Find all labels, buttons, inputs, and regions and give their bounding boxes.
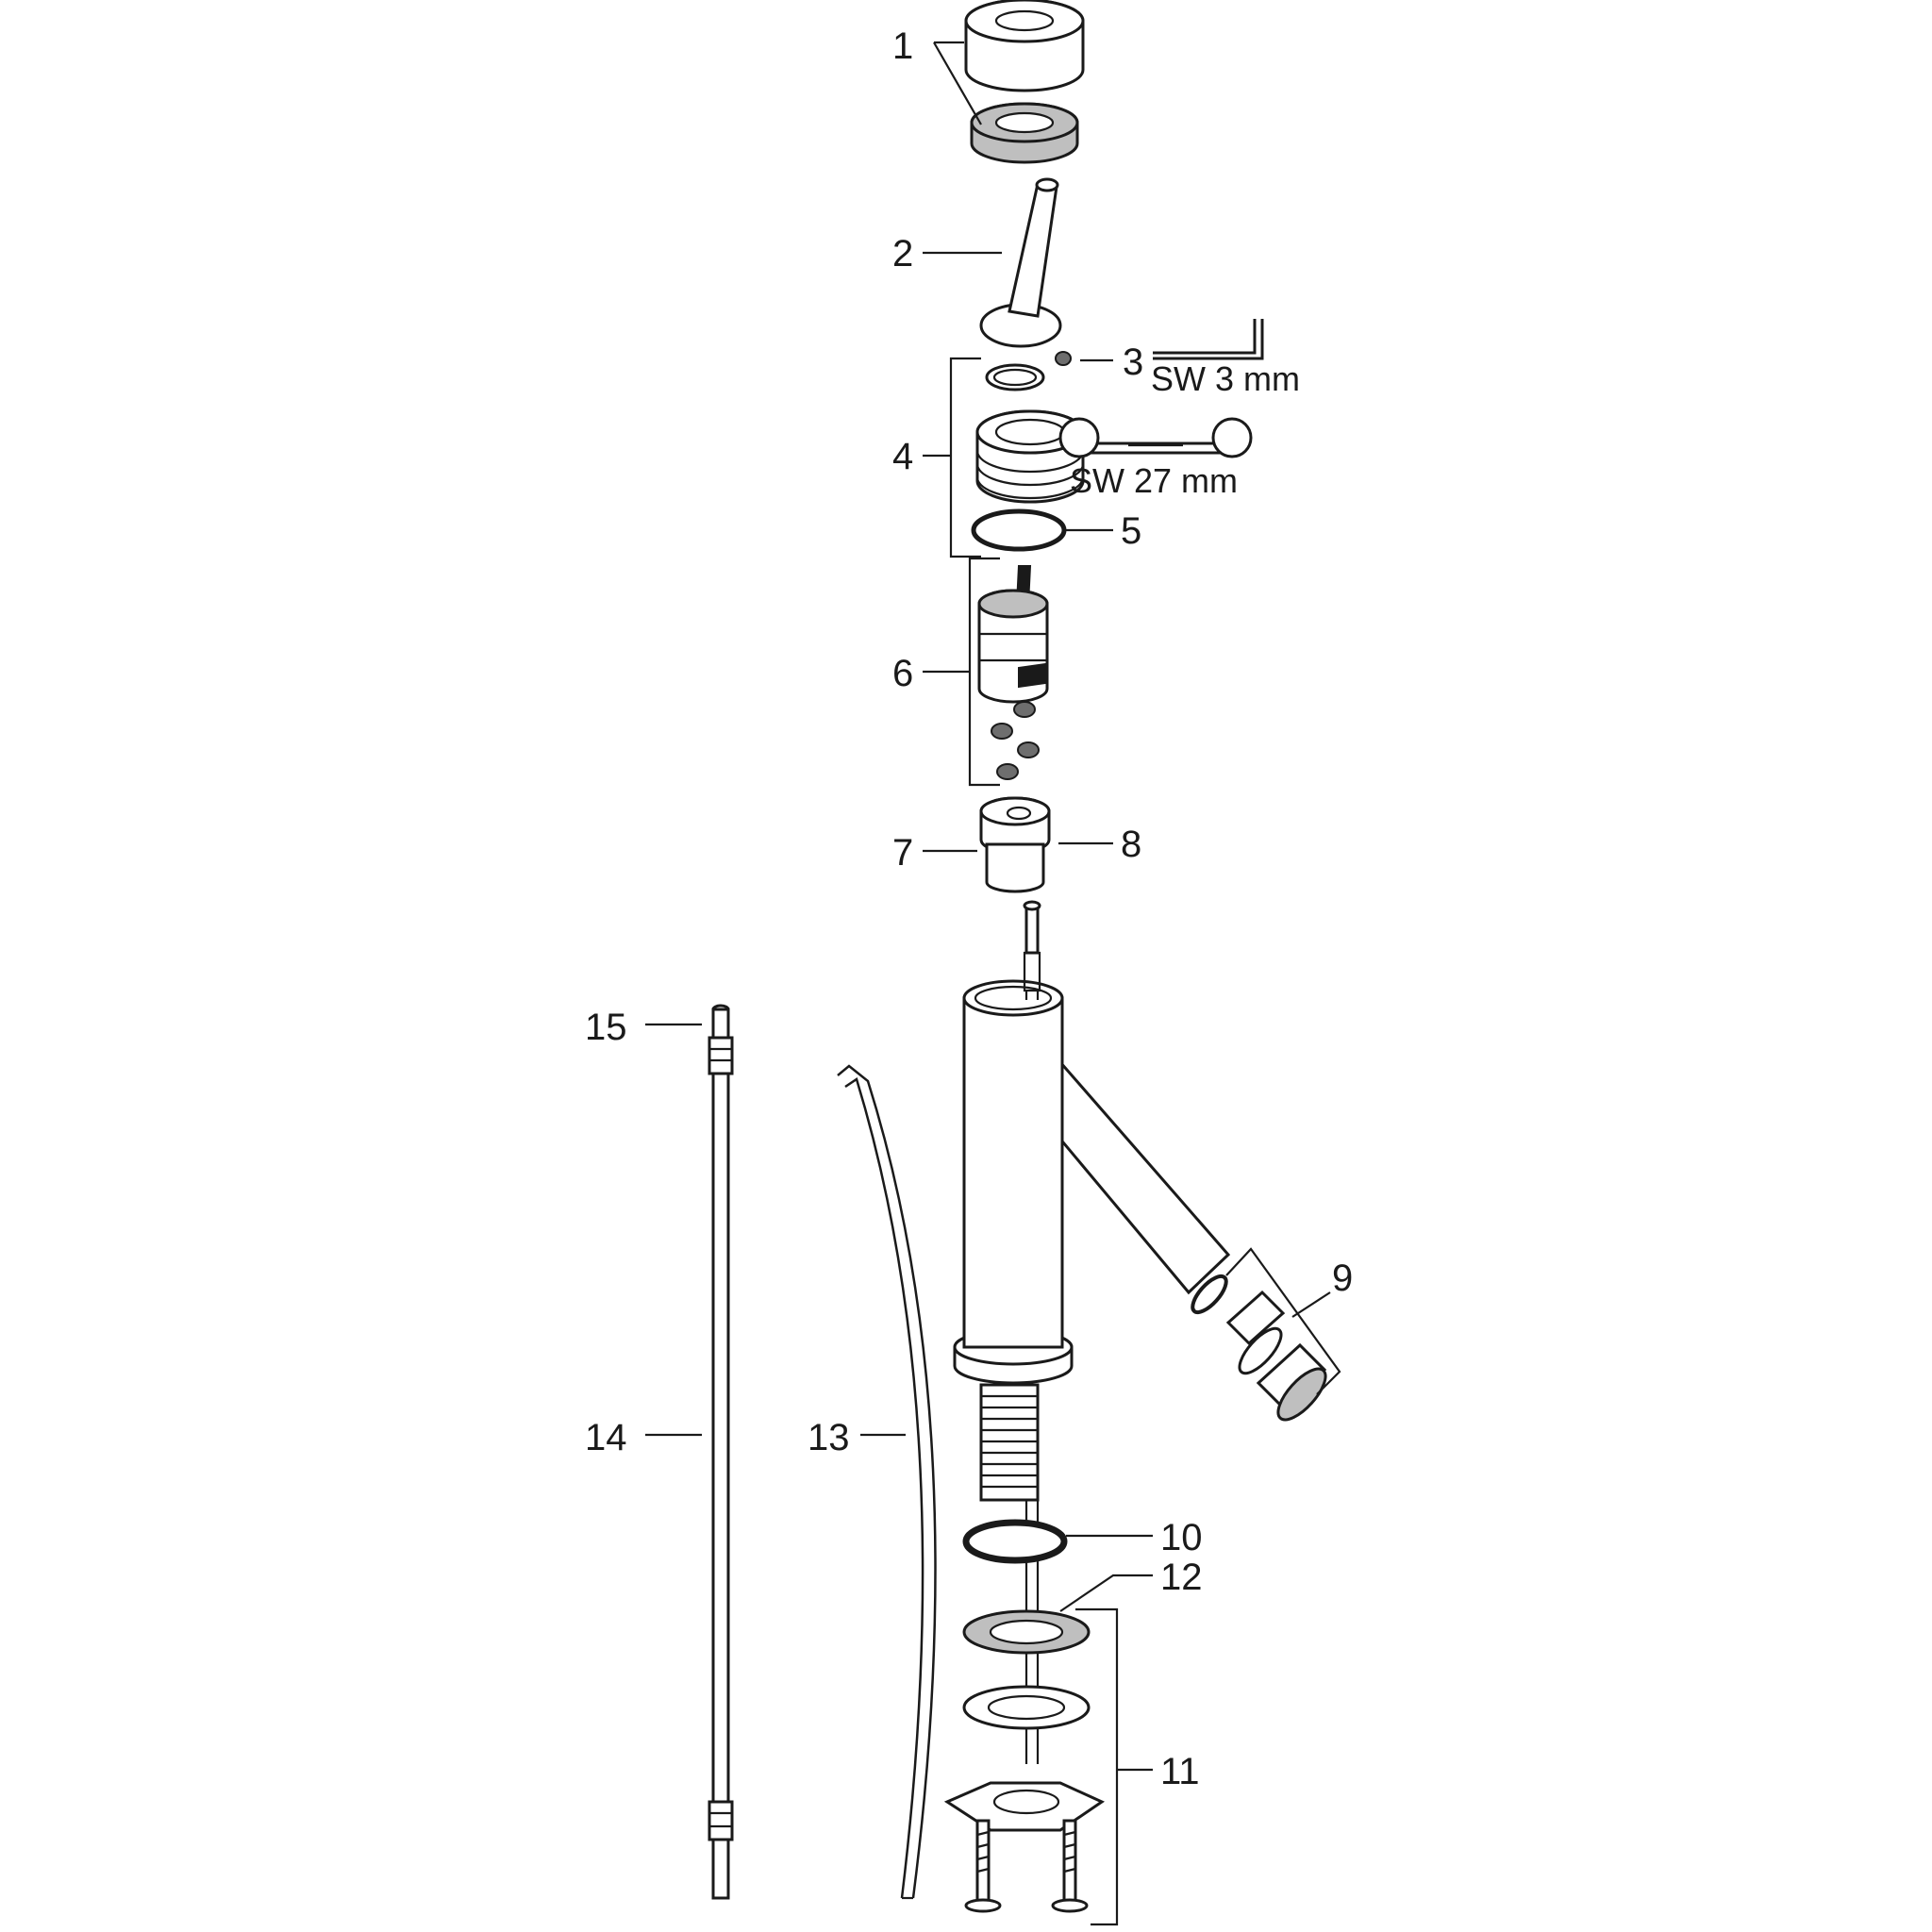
part-9-aerator	[1191, 1274, 1327, 1422]
hex-key-icon	[1153, 319, 1264, 360]
part-2-lever-handle	[979, 177, 1062, 348]
callout-7: 7	[892, 832, 913, 874]
leader-12	[1059, 1574, 1153, 1612]
part-5-o-ring	[971, 508, 1067, 552]
bracket-11	[1075, 1607, 1119, 1926]
callout-8: 8	[1121, 824, 1141, 865]
callout-12: 12	[1160, 1557, 1203, 1598]
callout-13: 13	[808, 1417, 850, 1458]
part-15-hose-connector	[708, 1004, 734, 1075]
callout-15: 15	[585, 1007, 627, 1048]
part-6-cartridge	[977, 565, 1049, 704]
part-11-lock-nut	[943, 1781, 1106, 1832]
part-11-washer	[962, 1685, 1091, 1730]
callout-2: 2	[892, 233, 913, 275]
callout-5: 5	[1121, 510, 1141, 552]
part-4-threaded-nut	[975, 409, 1085, 504]
part-4-thrust-ring	[985, 363, 1045, 391]
callout-6: 6	[892, 653, 913, 694]
wrench-icon	[1058, 417, 1253, 458]
bracket-4	[949, 357, 981, 558]
part-1-cap	[964, 0, 1085, 92]
part-6-seal-set	[991, 701, 1040, 780]
part-11-mounting-screws	[964, 1819, 1089, 1913]
tool-note-wrench: SW 27 mm	[1070, 461, 1238, 500]
part-12-gasket	[962, 1609, 1091, 1655]
callout-14: 14	[585, 1417, 627, 1458]
tool-note-hex-key: SW 3 mm	[1151, 359, 1300, 398]
part-1-seal-ring	[970, 102, 1079, 164]
bracket-9	[1225, 1247, 1341, 1395]
part-7-8-adapter	[979, 796, 1051, 893]
part-13-curved-rod	[837, 1064, 937, 1900]
part-3-grub-screw	[1055, 351, 1072, 366]
leader-1	[933, 41, 982, 125]
callout-9: 9	[1332, 1257, 1353, 1299]
callout-10: 10	[1160, 1517, 1203, 1558]
callout-4: 4	[892, 436, 913, 477]
part-14-flexible-hose	[708, 1072, 734, 1900]
faucet-body	[953, 979, 1231, 1502]
callout-1: 1	[892, 25, 913, 67]
callout-3: 3	[1123, 341, 1143, 383]
callout-11: 11	[1160, 1751, 1200, 1792]
part-10-o-ring	[962, 1519, 1068, 1564]
leader-9	[1291, 1291, 1331, 1318]
